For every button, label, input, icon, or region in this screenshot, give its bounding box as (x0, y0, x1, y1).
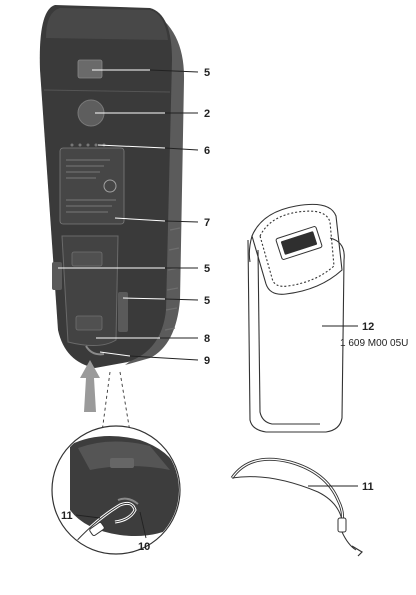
wrist-strap-clasp (337, 517, 347, 533)
type-plate-print (66, 159, 116, 213)
type-plate-logo-icon (103, 179, 117, 193)
detail-lid-tab (110, 458, 134, 468)
callout-10-detail-eyelet: 10 (138, 541, 150, 553)
callout-8-battery-lid: 8 (204, 333, 210, 345)
measuring-device (39, 5, 185, 368)
pouch-inner-edge (257, 249, 320, 425)
callout-7-type-plate: 7 (204, 217, 210, 229)
leader-10-detail (139, 511, 147, 539)
wrist-strap-cord (341, 531, 357, 551)
callout-11-detail-strap: 11 (61, 510, 73, 522)
wrist-strap-hook (351, 545, 363, 557)
callout-5-right-window: 5 (204, 295, 210, 307)
pouch-logo-inner (280, 231, 318, 255)
pouch-body-outline (247, 237, 345, 433)
callout-2-round-window: 2 (204, 108, 210, 120)
top-window (77, 59, 103, 79)
callout-9-strap-eyelet: 9 (204, 355, 210, 367)
pouch-side-fold (248, 235, 253, 263)
left-lower-window (52, 262, 62, 290)
protective-pouch (247, 203, 345, 433)
type-plate (59, 147, 125, 225)
device-top-edge (46, 8, 168, 40)
pouch-flap (251, 203, 343, 295)
wrist-strap (230, 457, 363, 557)
pouch-part-number: 1 609 M00 05U (340, 338, 408, 349)
callout-5-left-window: 5 (204, 263, 210, 275)
indicator-dots (70, 143, 106, 147)
strap-eyelet (85, 345, 105, 356)
right-lower-window (118, 292, 128, 332)
device-leader-lines (58, 69, 199, 361)
device-seam (43, 89, 171, 93)
callout-6-indicator-dots: 6 (204, 145, 210, 157)
callout-11-wrist-strap: 11 (362, 481, 374, 493)
zoom-dashed-lines (101, 371, 131, 433)
callout-12-pouch: 12 (362, 321, 374, 333)
detail-eyelet (117, 497, 139, 505)
pouch-flap-stitch (259, 210, 335, 287)
battery-lid-tab-top (71, 251, 103, 267)
wrist-strap-loop (230, 457, 344, 521)
detail-device-top (78, 441, 170, 470)
battery-lid-tab-bottom (75, 315, 103, 331)
callout-5-top-window: 5 (204, 67, 210, 79)
wrist-strap-tail (231, 476, 343, 521)
detail-strap-clip (89, 521, 105, 537)
leader-11-detail (75, 514, 101, 519)
detail-zoom-circle (51, 425, 181, 555)
direction-arrow-icon (80, 360, 100, 412)
